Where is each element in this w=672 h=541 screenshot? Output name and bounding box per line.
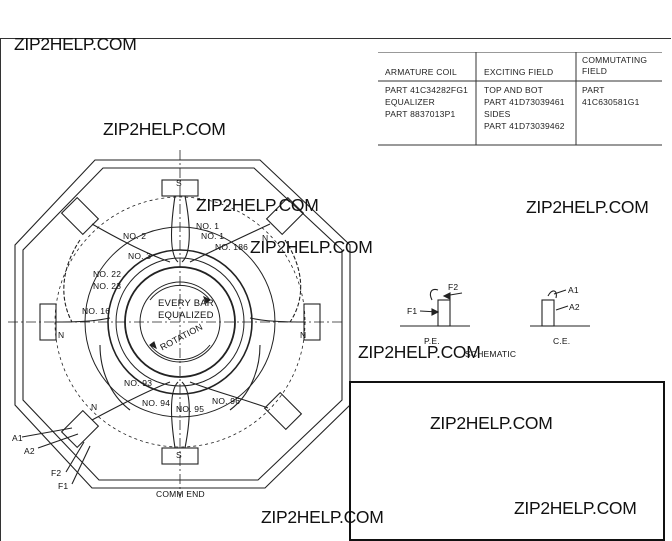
watermark-7: ZIP2HELP.COM — [430, 413, 553, 433]
watermark-1: ZIP2HELP.COM — [14, 34, 137, 54]
label-pole-bottom-s: S — [176, 450, 182, 460]
commutator-outer-circle — [107, 249, 253, 395]
frame-inner-octagon — [22, 167, 343, 481]
schematic-f1: F1 — [407, 306, 418, 316]
label-no95: NO. 95 — [176, 404, 205, 414]
schematic-f2: F2 — [448, 282, 459, 292]
schematic-ce: C.E. — [553, 336, 571, 346]
label-equalized: EQUALIZED — [158, 310, 214, 321]
label-no186: NO. 186 — [215, 242, 249, 252]
schematic-a2: A2 — [569, 302, 580, 312]
label-no1b: NO. 1 — [201, 231, 225, 241]
label-pole-left-n: N — [58, 330, 65, 340]
label-interpole-n-bl: N — [91, 402, 98, 412]
label-no16: NO. 16 — [82, 306, 111, 316]
drawing-frame — [0, 38, 671, 541]
schematic-a1: A1 — [568, 285, 579, 295]
parts-table: ARMATURE COIL EXCITING FIELD COMMUTATING… — [378, 52, 662, 146]
schematic-caption: SCHEMATIC — [465, 349, 517, 359]
label-f1: F1 — [58, 481, 69, 491]
header-exciting-field: EXCITING FIELD — [484, 67, 554, 77]
interpole-top-right — [265, 196, 305, 236]
label-pole-right-n: N — [300, 330, 307, 340]
watermark-2: ZIP2HELP.COM — [103, 119, 226, 139]
commutating-part-number: 41C630581G1 — [582, 97, 640, 107]
parts-table-grid — [378, 52, 662, 146]
armature-part-1: PART 41C34282FG1 — [385, 85, 469, 95]
label-no3: NO. 3 — [128, 251, 152, 261]
label-every-bar: EVERY BAR — [158, 298, 214, 309]
label-comm-end: COMM END — [156, 489, 205, 499]
watermark-4: ZIP2HELP.COM — [526, 197, 649, 217]
watermark-6: ZIP2HELP.COM — [358, 342, 481, 362]
label-no22: NO. 22 — [93, 269, 122, 279]
label-no93: NO. 93 — [124, 378, 153, 388]
interpole-top-left — [60, 196, 100, 236]
interpole-bottom-right — [263, 391, 303, 431]
pole-bottom — [161, 447, 199, 465]
interpole-bottom-left — [60, 409, 100, 449]
label-no2: NO. 2 — [123, 231, 147, 241]
armature-outer-circle — [84, 226, 276, 418]
header-armature-coil: ARMATURE COIL — [385, 67, 457, 77]
title-block-box — [349, 381, 665, 541]
label-no94: NO. 94 — [142, 398, 171, 408]
exciting-sides: SIDES — [484, 109, 511, 119]
watermark-8: ZIP2HELP.COM — [514, 498, 637, 518]
exciting-part-1: PART 41D73039461 — [484, 97, 565, 107]
armature-equalizer: EQUALIZER — [385, 97, 435, 107]
pole-top — [161, 179, 199, 197]
exciting-part-2: PART 41D73039462 — [484, 121, 565, 131]
label-no1a: NO. 1 — [196, 221, 220, 231]
label-no96: NO. 96 — [212, 396, 241, 406]
watermark-5: ZIP2HELP.COM — [250, 237, 373, 257]
exciting-top-bot: TOP AND BOT — [484, 85, 544, 95]
commutator-inner-circle — [115, 257, 245, 387]
label-f2: F2 — [51, 468, 62, 478]
frame-outer-octagon — [14, 159, 351, 489]
commutating-part: PART — [582, 85, 605, 95]
pole-circle — [54, 196, 306, 448]
drawing-frame-left-edge — [0, 38, 1, 541]
label-no23: NO. 23 — [93, 281, 122, 291]
schematic-pe: P.E. — [424, 336, 440, 346]
label-pole-top-s: S — [176, 178, 182, 188]
watermark-3: ZIP2HELP.COM — [196, 195, 319, 215]
armature-part-2: PART 8837013P1 — [385, 109, 456, 119]
label-interpole-n-tr: N — [262, 233, 269, 243]
header-commutating-field: COMMUTATING FIELD — [582, 55, 648, 76]
watermark-9: ZIP2HELP.COM — [261, 507, 384, 527]
label-a1: A1 — [12, 433, 23, 443]
label-a2: A2 — [24, 446, 35, 456]
